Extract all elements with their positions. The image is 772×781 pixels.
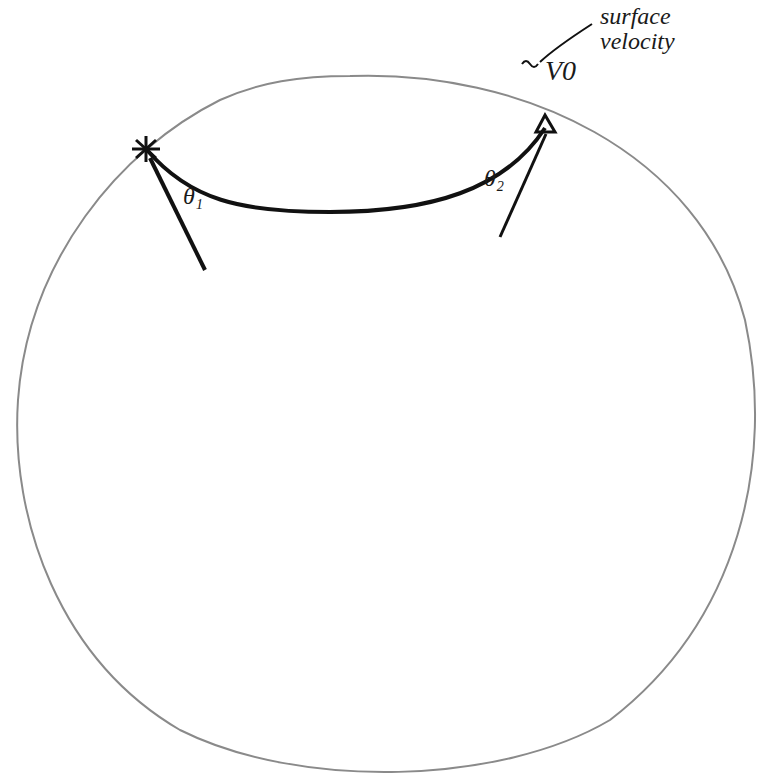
ray-path [147, 128, 545, 212]
earth-outline [17, 76, 755, 772]
angle-label: θ₁ [183, 184, 203, 209]
angle-line [500, 134, 546, 237]
leader-squiggle [522, 61, 538, 67]
angle-line [150, 158, 205, 270]
station-triangle [536, 115, 555, 132]
source-star [132, 136, 160, 162]
angle-label: θ₂ [484, 166, 504, 191]
label-text: surface velocity [600, 4, 750, 54]
velocity-symbol: V0 [545, 56, 576, 85]
